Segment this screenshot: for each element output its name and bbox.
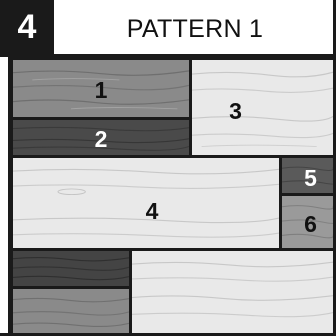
- left-edge: [8, 57, 11, 336]
